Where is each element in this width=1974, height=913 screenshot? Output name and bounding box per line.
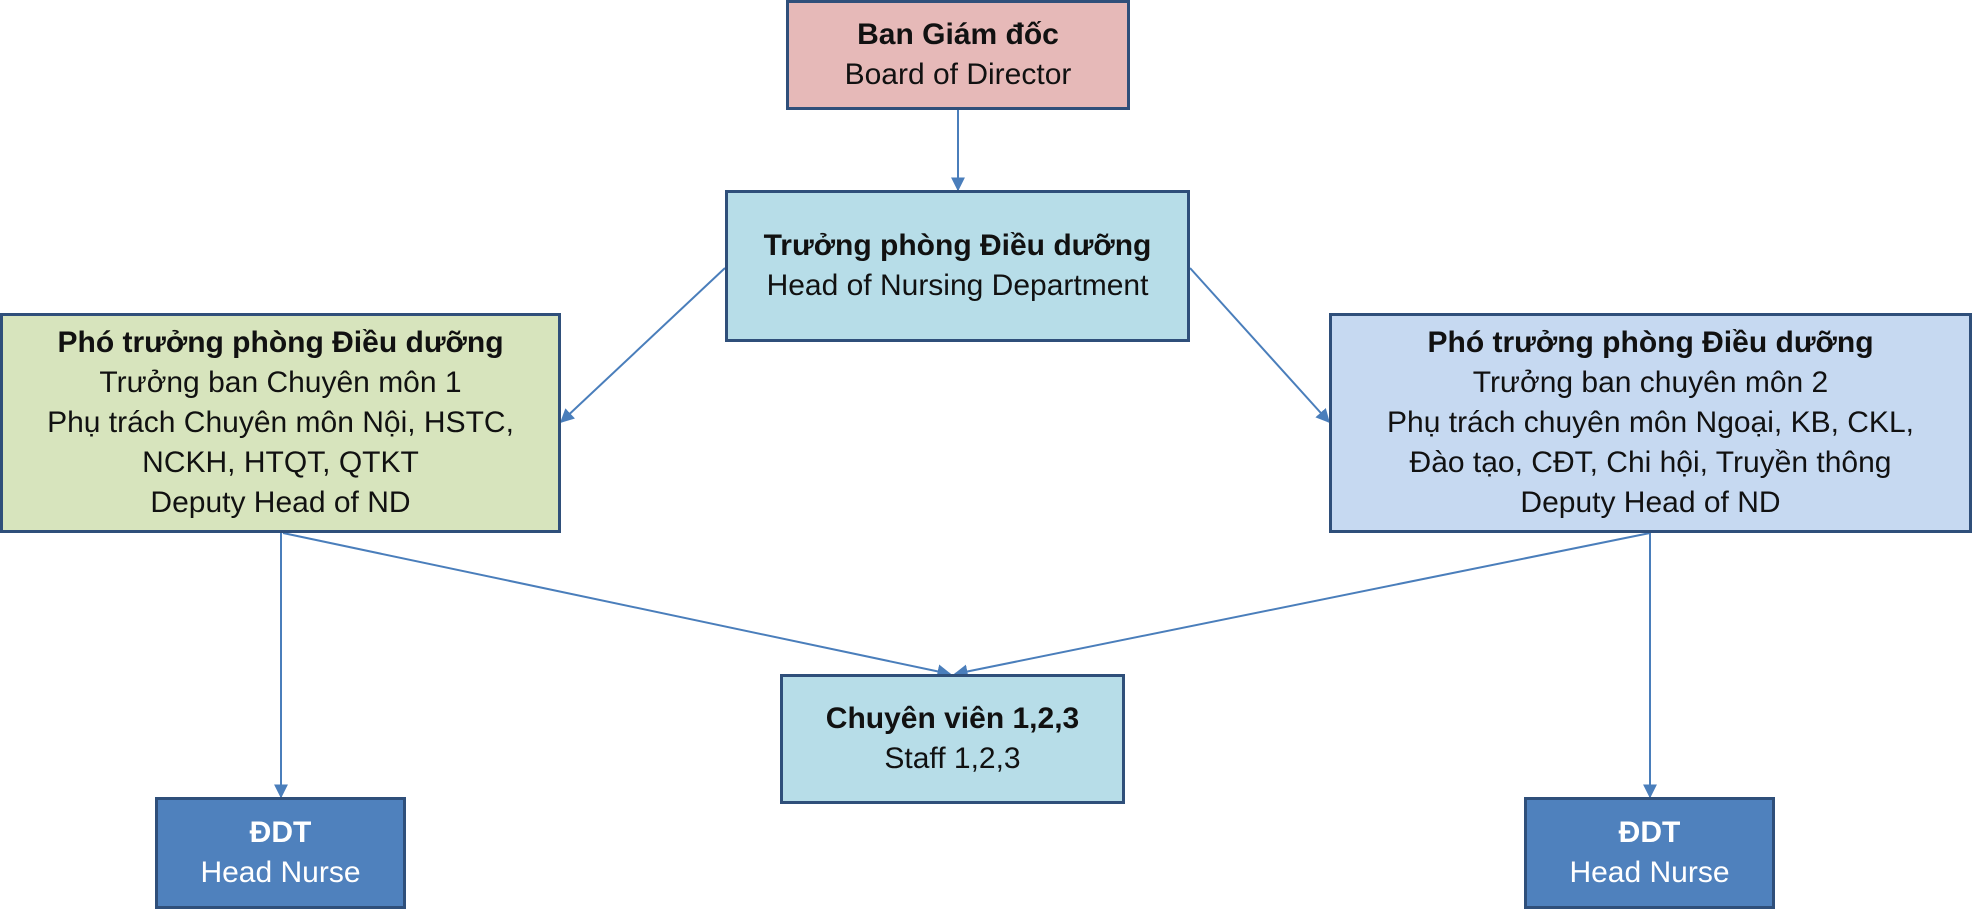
node-ddt-left-line: Head Nurse xyxy=(200,856,361,889)
node-head-nurse-right: ĐDT Head Nurse xyxy=(1524,797,1775,909)
node-board-line: Board of Director xyxy=(844,58,1072,91)
node-staff-line: Staff 1,2,3 xyxy=(884,742,1021,775)
node-deputy-left-line: Phụ trách Chuyên môn Nội, HSTC, xyxy=(47,406,514,439)
node-deputy-right-line: Trưởng ban chuyên môn 2 xyxy=(1472,366,1829,399)
connector-head-to-deputy-left xyxy=(559,267,726,423)
node-deputy-left-line: Trưởng ban Chuyên môn 1 xyxy=(99,366,462,399)
node-deputy-right-line: Đào tạo, CĐT, Chi hội, Truyền thông xyxy=(1409,446,1892,479)
node-board-title: Ban Giám đốc xyxy=(857,18,1059,51)
node-staff-title: Chuyên viên 1,2,3 xyxy=(825,702,1080,735)
node-deputy-head-left: Phó trưởng phòng Điều dưỡng Trưởng ban C… xyxy=(0,313,561,533)
node-staff: Chuyên viên 1,2,3 Staff 1,2,3 xyxy=(780,674,1125,804)
node-ddt-right-title: ĐDT xyxy=(1618,816,1681,849)
connector-deputy-right-to-staff xyxy=(953,532,1651,679)
connector-deputy-left-to-staff xyxy=(282,532,952,679)
node-head-nurse-left: ĐDT Head Nurse xyxy=(155,797,406,909)
node-deputy-left-line: NCKH, HTQT, QTKT xyxy=(142,446,419,479)
node-deputy-left-line: Deputy Head of ND xyxy=(150,486,411,519)
node-deputy-left-title: Phó trưởng phòng Điều dưỡng xyxy=(57,326,504,359)
node-head-title: Trưởng phòng Điều dưỡng xyxy=(763,229,1152,262)
node-deputy-head-right: Phó trưởng phòng Điều dưỡng Trưởng ban c… xyxy=(1329,313,1972,533)
node-head-line: Head of Nursing Department xyxy=(766,269,1149,302)
node-ddt-right-line: Head Nurse xyxy=(1569,856,1730,889)
node-ddt-left-title: ĐDT xyxy=(249,816,312,849)
node-deputy-right-line: Deputy Head of ND xyxy=(1520,486,1781,519)
node-board-of-director: Ban Giám đốc Board of Director xyxy=(786,0,1130,110)
node-deputy-right-title: Phó trưởng phòng Điều dưỡng xyxy=(1427,326,1874,359)
connector-head-to-deputy-right xyxy=(1189,267,1330,424)
node-deputy-right-line: Phụ trách chuyên môn Ngoại, KB, CKL, xyxy=(1387,406,1914,439)
node-head-of-nursing: Trưởng phòng Điều dưỡng Head of Nursing … xyxy=(725,190,1190,342)
